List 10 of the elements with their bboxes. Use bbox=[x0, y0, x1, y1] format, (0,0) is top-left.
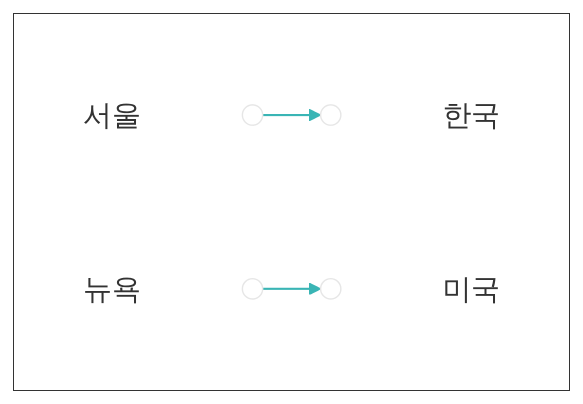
point-marker bbox=[320, 104, 342, 126]
place-label: 미국 bbox=[442, 272, 500, 306]
point-marker bbox=[320, 278, 342, 300]
place-label: 서울 bbox=[82, 98, 141, 132]
place-label: 한국 bbox=[442, 98, 500, 132]
point-marker bbox=[242, 104, 264, 126]
place-label: 뉴욕 bbox=[82, 272, 141, 306]
point-marker bbox=[242, 278, 264, 300]
arrow bbox=[262, 108, 322, 122]
arrow bbox=[262, 282, 322, 296]
